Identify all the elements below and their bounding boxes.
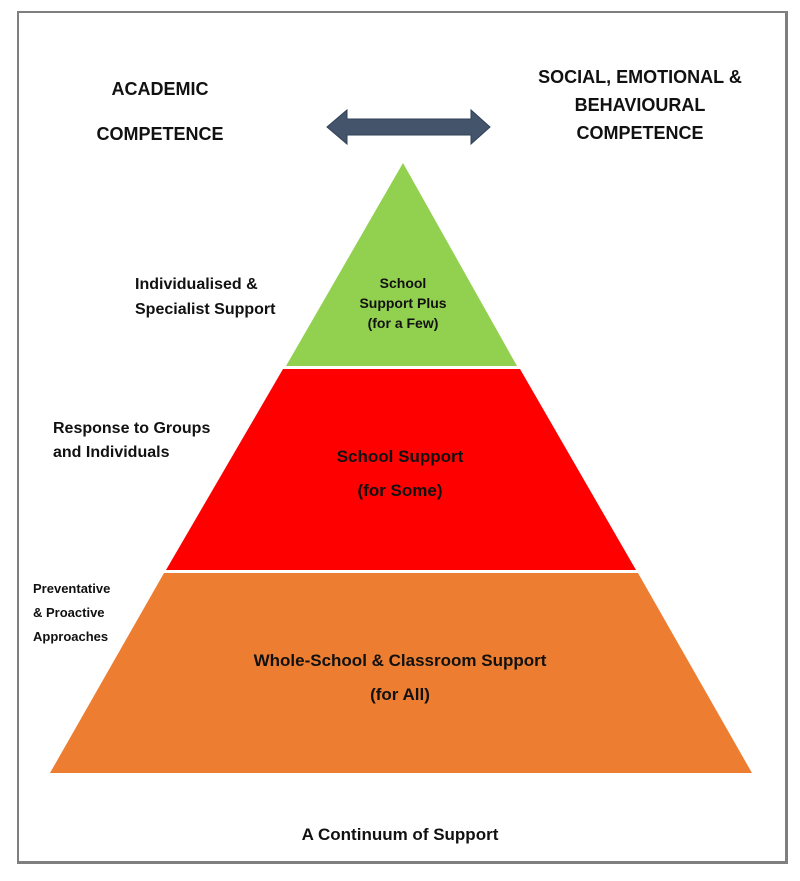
side-label-individualised: Individualised & Specialist Support	[135, 272, 275, 322]
tier-line: Support Plus	[359, 295, 447, 311]
pyramid-tier-bottom	[50, 573, 752, 773]
side-label-line: Approaches	[33, 629, 109, 644]
tier-line: (for a Few)	[367, 315, 439, 331]
heading-line: SOCIAL, EMOTIONAL &	[538, 67, 742, 87]
heading-line: COMPETENCE	[576, 123, 704, 143]
side-label-preventative: Preventative & Proactive Approaches	[33, 577, 110, 649]
side-label-line: Individualised &	[135, 276, 258, 293]
side-label-response: Response to Groups and Individuals	[53, 417, 210, 465]
tier-top-text: School Support Plus (for a Few)	[333, 273, 473, 333]
tier-bottom-text: Whole-School & Classroom Support (for Al…	[200, 644, 600, 712]
pyramid-tier-middle	[166, 369, 636, 570]
side-label-line: Specialist Support	[135, 301, 276, 318]
double-headed-arrow-icon	[326, 108, 491, 146]
pyramid-tier-top	[286, 163, 517, 366]
heading-line: COMPETENCE	[96, 124, 224, 144]
tier-line: (for Some)	[357, 481, 443, 500]
heading-line: ACADEMIC	[111, 79, 209, 99]
side-label-line: Preventative	[33, 581, 111, 596]
tier-line: (for All)	[370, 685, 430, 704]
tier-middle-text: School Support (for Some)	[300, 440, 500, 508]
side-label-line: & Proactive	[33, 605, 105, 620]
tier-line: School Support	[336, 447, 464, 466]
academic-competence-heading: ACADEMIC COMPETENCE	[80, 80, 240, 170]
side-label-line: and Individuals	[53, 444, 170, 461]
tier-line: School	[379, 275, 427, 291]
social-emotional-competence-heading: SOCIAL, EMOTIONAL & BEHAVIOURAL COMPETEN…	[520, 63, 760, 147]
side-label-line: Response to Groups	[53, 420, 211, 437]
tier-line: Whole-School & Classroom Support	[253, 651, 547, 670]
diagram-caption: A Continuum of Support	[301, 825, 499, 844]
heading-line: BEHAVIOURAL	[574, 95, 706, 115]
